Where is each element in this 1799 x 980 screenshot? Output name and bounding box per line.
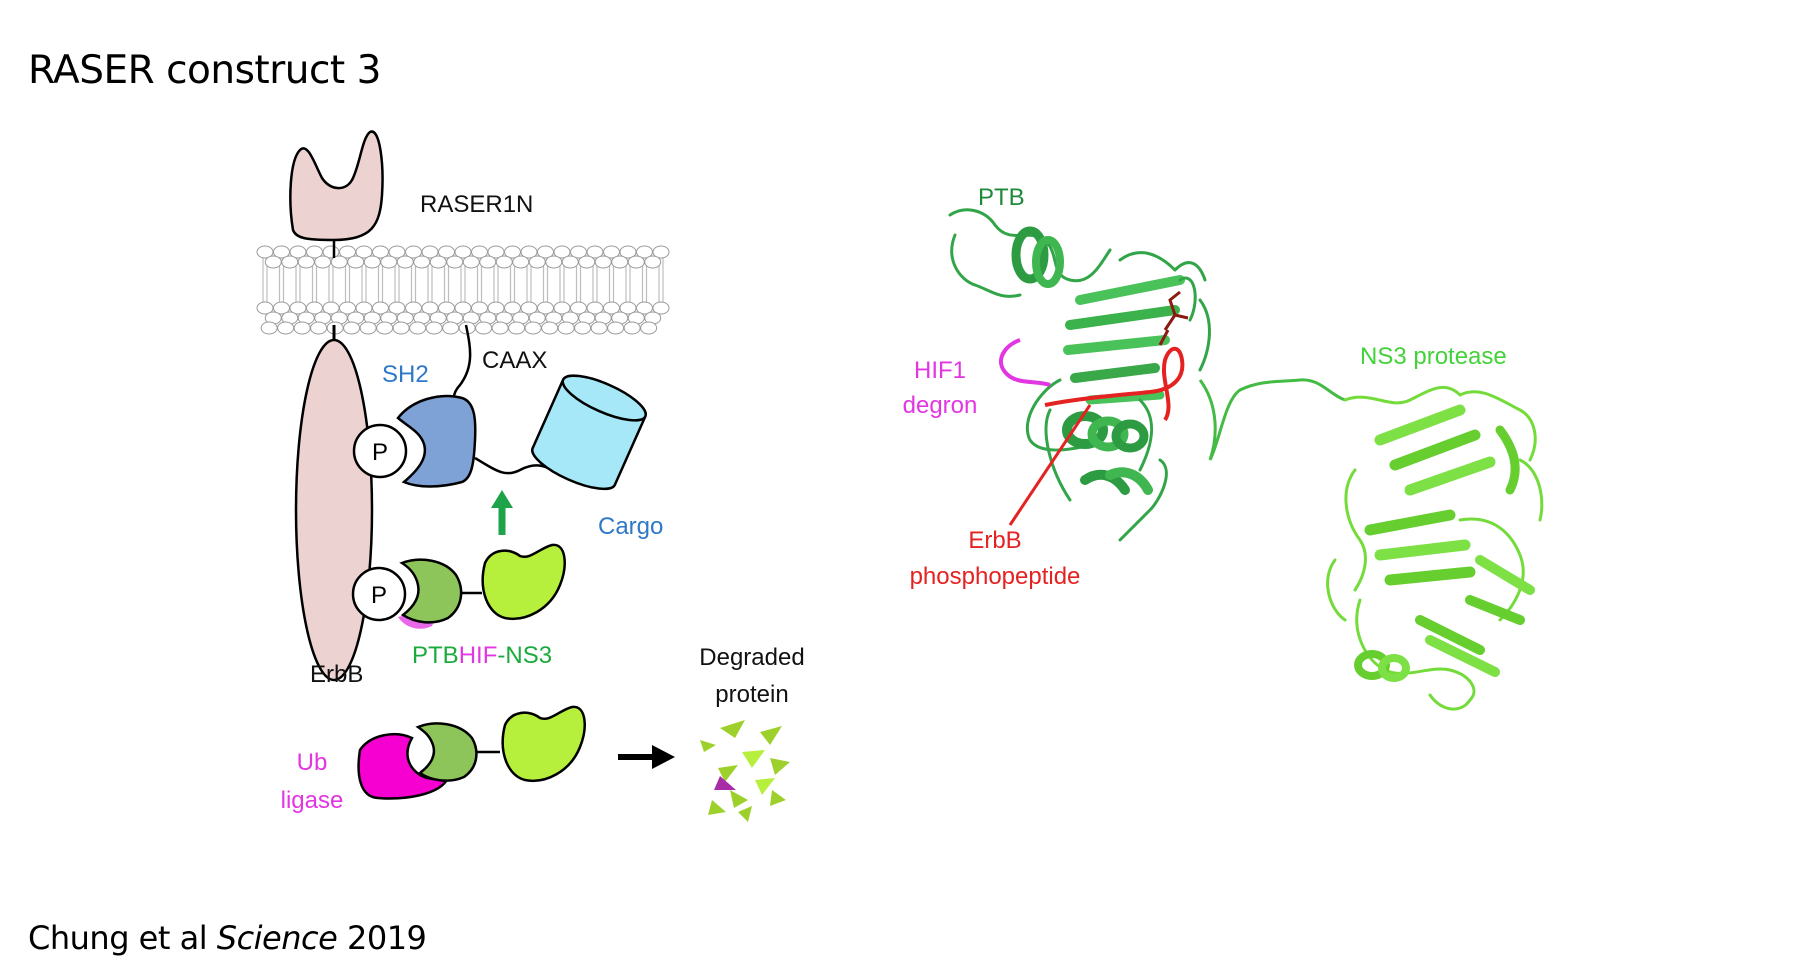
hif1-degron-loop bbox=[999, 338, 1051, 387]
erbb-label: ErbB bbox=[310, 661, 363, 688]
sh2-label: SH2 bbox=[382, 361, 429, 388]
slide-title: RASER construct 3 bbox=[28, 48, 381, 93]
phospho-label-1: P bbox=[372, 439, 388, 466]
hif1-label-line2: degron bbox=[903, 392, 978, 419]
ns3-protease-domain-2 bbox=[501, 705, 586, 782]
ptb-structure-label: PTB bbox=[978, 184, 1025, 211]
schematic-panel: RASER1N ErbB P P CAAX SH2 Cargo bbox=[256, 130, 805, 822]
degradation-arrow bbox=[618, 745, 675, 769]
erbb-phosphopeptide-chain bbox=[1044, 346, 1185, 422]
phospho-site-2 bbox=[351, 566, 407, 622]
linker-chain bbox=[1198, 378, 1346, 461]
erbb-phosphopeptide-label-line1: ErbB bbox=[968, 527, 1021, 554]
citation-journal: Science bbox=[216, 919, 338, 957]
erbb-pointer-line bbox=[1008, 404, 1092, 526]
cargo-protein bbox=[530, 374, 647, 491]
citation-year: 2019 bbox=[337, 919, 427, 957]
degraded-fragments bbox=[700, 720, 790, 822]
degraded-label-line2: protein bbox=[715, 681, 788, 708]
erbb-receptor bbox=[294, 338, 374, 682]
phosphotyrosine-sticks bbox=[1158, 290, 1189, 346]
erbb-phosphopeptide-label-line2: phosphopeptide bbox=[910, 563, 1081, 590]
citation-authors: Chung et al bbox=[28, 919, 217, 957]
recruitment-arrow bbox=[491, 490, 513, 535]
raser1n-label: RASER1N bbox=[420, 191, 533, 218]
membrane-bilayer bbox=[256, 245, 670, 335]
ns3-protease-domain bbox=[481, 543, 566, 620]
ptb-ribbon-structure bbox=[948, 208, 1211, 542]
ptb-domain bbox=[399, 558, 463, 624]
raser1n-extracellular-domain bbox=[289, 130, 384, 242]
ptb-domain-2 bbox=[415, 722, 478, 782]
ptb-hif-ns3-label: PTBHIF-NS3 bbox=[412, 642, 552, 669]
ub-label-line2: ligase bbox=[281, 787, 344, 814]
phospho-site-1 bbox=[352, 423, 408, 479]
ns3-text: NS3 bbox=[505, 642, 552, 669]
ns3-protease-label: NS3 protease bbox=[1360, 343, 1507, 370]
citation: Chung et al Science 2019 bbox=[28, 919, 427, 957]
caax-label: CAAX bbox=[482, 347, 547, 374]
hif-text: HIF bbox=[459, 642, 498, 669]
degraded-label-line1: Degraded bbox=[699, 644, 804, 671]
phospho-label-2: P bbox=[371, 582, 387, 609]
hif1-label-line1: HIF1 bbox=[914, 357, 966, 384]
cargo-label: Cargo bbox=[598, 513, 663, 540]
ptb-text: PTB bbox=[412, 642, 459, 669]
sh2-domain bbox=[396, 394, 477, 488]
ns3-ribbon-structure bbox=[1326, 385, 1544, 711]
structure-panel: PTB HIF1 degron ErbB phosphopeptide NS3 … bbox=[903, 184, 1544, 711]
dash-text: - bbox=[497, 642, 505, 669]
ub-label-line1: Ub bbox=[297, 749, 328, 776]
